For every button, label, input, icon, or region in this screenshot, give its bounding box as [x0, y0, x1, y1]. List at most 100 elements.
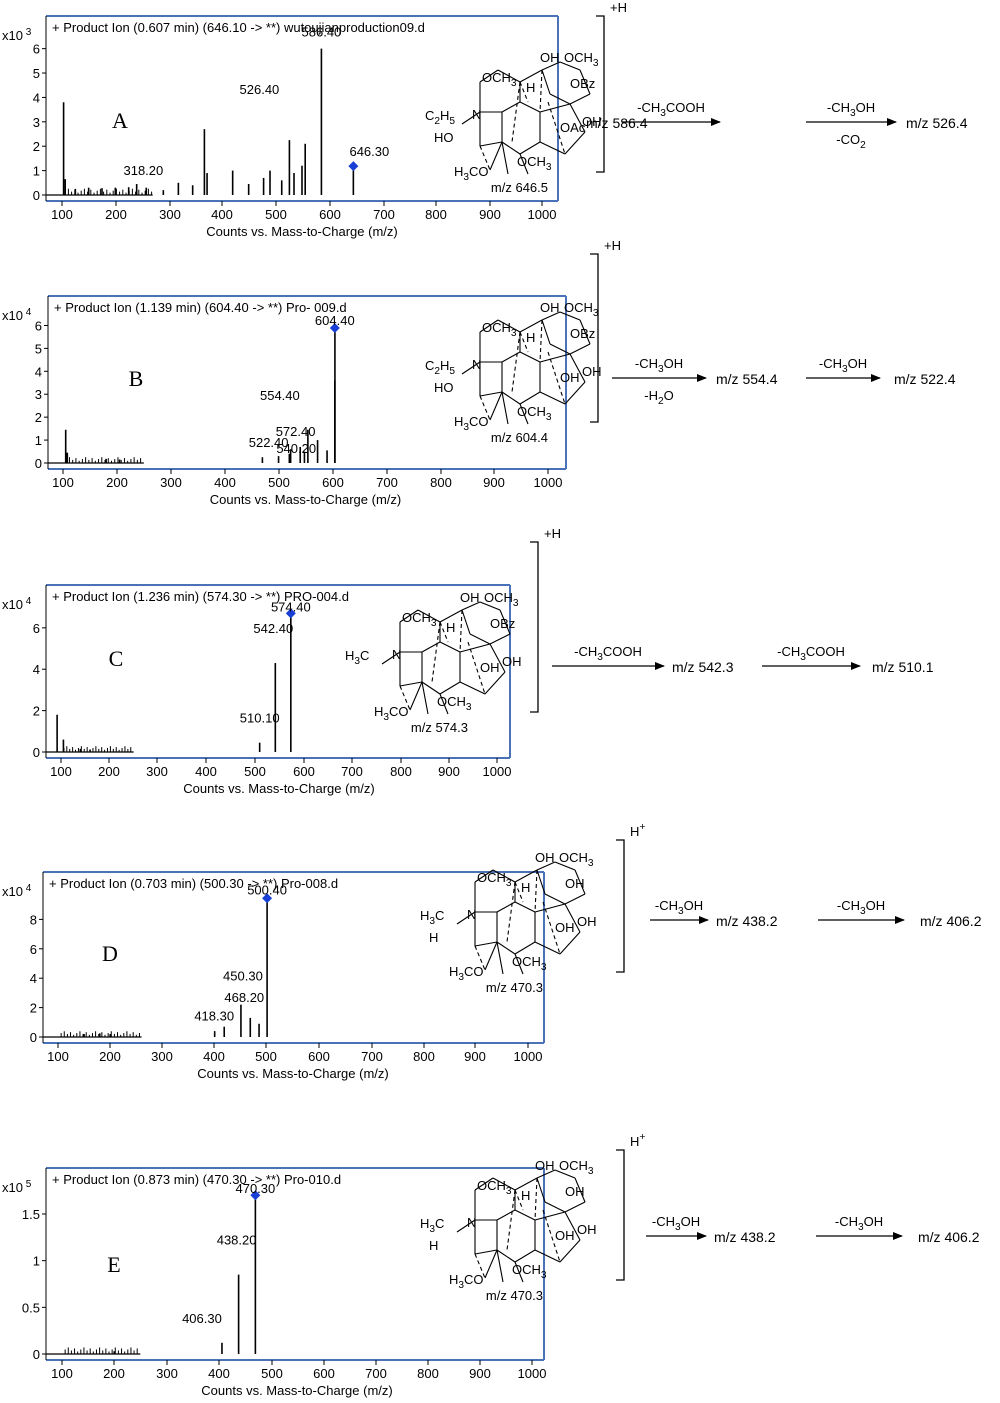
- formula-glyph: H: [545, 1158, 554, 1173]
- formula-glyph: -: [827, 100, 831, 115]
- formula-glyph: H: [502, 70, 511, 85]
- formula-glyph: C: [469, 414, 478, 429]
- structure-bond: [501, 391, 509, 425]
- x-tick-label: 600: [308, 1049, 330, 1064]
- x-tick-label: 400: [211, 207, 233, 222]
- substituent-oac: OAc: [560, 120, 586, 135]
- substituent-ho: HO: [434, 380, 454, 395]
- formula-glyph: 3: [466, 702, 472, 713]
- structure-bond: [514, 869, 538, 883]
- formula-glyph: H: [490, 660, 499, 675]
- structure-bracket: [590, 253, 599, 423]
- formula-glyph: C: [522, 954, 531, 969]
- substituent-oh-top: OH: [460, 590, 480, 605]
- formula-glyph: H: [674, 356, 683, 371]
- structure-bond: [492, 1177, 516, 1191]
- formula-glyph: 3: [546, 162, 552, 173]
- formula-glyph: H: [592, 114, 601, 129]
- structure-bond: [564, 903, 581, 933]
- structure-bond: [492, 869, 516, 883]
- structure-bond: [439, 621, 449, 643]
- y-tick-label: 2: [35, 410, 42, 425]
- formula-glyph: C: [464, 1272, 473, 1287]
- x-tick-label: 800: [413, 1049, 435, 1064]
- x-tick-label: 800: [390, 764, 412, 779]
- formula-glyph: C: [806, 644, 815, 659]
- structure-bond: [534, 1211, 566, 1221]
- structure-bond: [496, 1249, 516, 1263]
- x-tick-label: 1000: [518, 1366, 547, 1381]
- peak-label: 450.30: [223, 969, 263, 984]
- structure-bond: [459, 609, 463, 653]
- formula-glyph: 2: [860, 140, 866, 151]
- formula-glyph: C: [464, 964, 473, 979]
- formula-glyph: O: [490, 616, 500, 631]
- formula-glyph: C: [435, 1216, 444, 1231]
- x-tick-label: 300: [151, 1049, 173, 1064]
- formula-glyph: O: [477, 1178, 487, 1193]
- formula-glyph: 3: [678, 906, 684, 917]
- protonation-label: +H: [544, 526, 561, 541]
- formula-glyph: C: [839, 1214, 848, 1229]
- formula-glyph: 3: [842, 364, 848, 375]
- structure-bond: [514, 1189, 524, 1211]
- substituent-ho: H: [429, 930, 438, 945]
- formula-glyph: O: [398, 704, 408, 719]
- structure-bond: [467, 641, 486, 695]
- formula-glyph: H: [422, 610, 431, 625]
- structure-bond: [459, 681, 486, 695]
- formula-glyph: O: [565, 1184, 575, 1199]
- y-tick-label: 4: [30, 971, 37, 986]
- structure-bond: [554, 1169, 576, 1179]
- structure-bond: [547, 351, 566, 405]
- formula-glyph: C: [527, 404, 536, 419]
- structure-bond: [499, 609, 511, 635]
- formula-glyph: H: [851, 898, 860, 913]
- structure-bond: [534, 1177, 538, 1221]
- y-multiplier: x10 5: [2, 1179, 32, 1195]
- substituent-h: H: [446, 620, 455, 635]
- structure-bond: [489, 141, 503, 171]
- structure-bracket: [616, 839, 625, 973]
- structure-bond: [456, 911, 476, 925]
- x-tick-label: 200: [105, 207, 127, 222]
- neutral-loss-label: -CH3COOH: [777, 644, 845, 663]
- formula-glyph: H: [858, 356, 867, 371]
- x-tick-label: 600: [319, 207, 341, 222]
- y-multiplier-exponent: 4: [23, 307, 32, 318]
- x-tick-label: 900: [479, 207, 501, 222]
- y-tick-label: 0: [33, 1347, 40, 1362]
- formula-glyph: -: [574, 644, 578, 659]
- y-tick-label: 4: [33, 90, 40, 105]
- substituent-obz: OBz: [490, 616, 515, 631]
- formula-glyph: H: [454, 414, 463, 429]
- substituent-obz: OBz: [570, 76, 595, 91]
- structure-bond: [541, 311, 561, 321]
- neutral-loss-label-secondary: -H2O: [644, 388, 674, 407]
- formula-glyph: C: [425, 358, 434, 373]
- y-multiplier: x10 3: [2, 27, 32, 43]
- structure-bond: [574, 1177, 586, 1203]
- formula-glyph: z: [589, 326, 596, 341]
- structure-bond: [514, 1209, 536, 1221]
- formula-glyph: H: [691, 1214, 700, 1229]
- structure-bond: [536, 1169, 556, 1179]
- x-tick-label: 1000: [483, 764, 512, 779]
- y-tick-label: 3: [33, 115, 40, 130]
- substituent-h: H: [526, 80, 535, 95]
- structure-bond: [544, 893, 566, 905]
- panel-header: + Product Ion (0.703 min) (500.30 -> **)…: [49, 876, 338, 891]
- structure-bond: [569, 343, 591, 355]
- structure-bond: [479, 601, 501, 611]
- panel-letter: E: [107, 1252, 120, 1277]
- panel-e: + Product Ion (0.873 min) (470.30 -> **)…: [2, 1132, 980, 1398]
- structure-bond: [496, 1249, 504, 1283]
- y-tick-label: 6: [33, 621, 40, 636]
- structure-bond: [409, 681, 423, 711]
- formula-glyph: H: [429, 1238, 438, 1253]
- formula-glyph: O: [866, 898, 876, 913]
- formula-glyph: -: [644, 388, 648, 403]
- formula-glyph: C: [639, 356, 648, 371]
- formula-glyph: H: [874, 1214, 883, 1229]
